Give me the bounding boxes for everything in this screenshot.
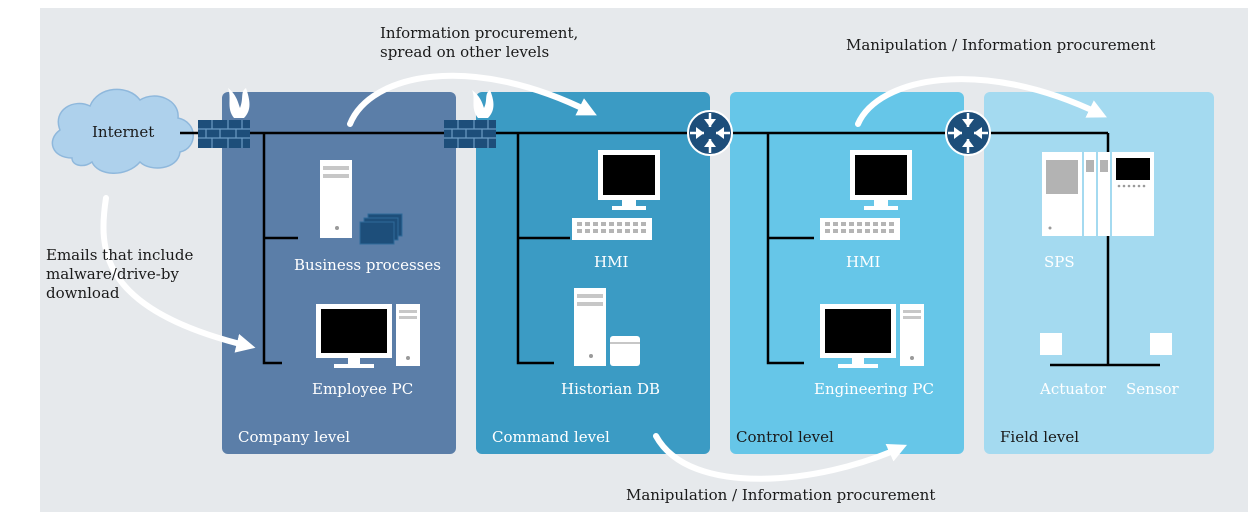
business-processes-label: Business processes: [294, 256, 441, 274]
employee-pc-icon: [316, 304, 420, 368]
employee-pc-label: Employee PC: [312, 380, 414, 398]
arrow-manipulation-bottom: [653, 433, 908, 482]
hmi-command-icon: [572, 150, 660, 240]
firewall-icon-2: [444, 90, 496, 148]
company-level-label: Company level: [238, 428, 351, 446]
actuator-icon: [1040, 333, 1062, 355]
internet-label: Internet: [92, 123, 155, 141]
router-icon-2: [945, 110, 991, 156]
firewall-icon-1: [198, 88, 250, 148]
business-documents-icon: [359, 213, 403, 245]
business-server-icon: [320, 160, 352, 238]
command-level-label: Command level: [492, 428, 610, 446]
sps-plc-icon: [1042, 152, 1154, 236]
arrow-manipulation-top: [855, 76, 1107, 127]
command-level-panel: [476, 92, 710, 454]
control-level-label: Control level: [736, 428, 834, 446]
field-level-label: Field level: [1000, 428, 1080, 446]
sensor-label: Sensor: [1126, 380, 1179, 398]
historian-server-icon: [574, 288, 640, 366]
internet-cloud-icon: [51, 88, 194, 174]
actuator-label: Actuator: [1040, 380, 1107, 398]
hmi-command-label: HMI: [594, 253, 629, 271]
hmi-control-icon: [820, 150, 912, 240]
annotation-manipulation-bottom: Manipulation / Information procurement: [626, 486, 936, 504]
engineering-pc-icon: [820, 304, 924, 368]
historian-db-label: Historian DB: [561, 380, 661, 398]
arrow-emails-malware: [100, 195, 256, 353]
annotation-spread-levels: Information procurement, spread on other…: [380, 24, 579, 61]
hmi-control-label: HMI: [846, 253, 881, 271]
field-level-panel: [984, 92, 1214, 454]
sensor-icon: [1150, 333, 1172, 355]
router-icon-1: [687, 110, 733, 156]
arrow-spread-levels: [347, 72, 597, 127]
annotation-manipulation-top: Manipulation / Information procurement: [846, 36, 1156, 54]
annotation-emails: Emails that include malware/drive-by dow…: [46, 246, 194, 302]
sps-label: SPS: [1044, 253, 1075, 271]
engineering-pc-label: Engineering PC: [814, 380, 934, 398]
control-level-panel: [730, 92, 964, 454]
